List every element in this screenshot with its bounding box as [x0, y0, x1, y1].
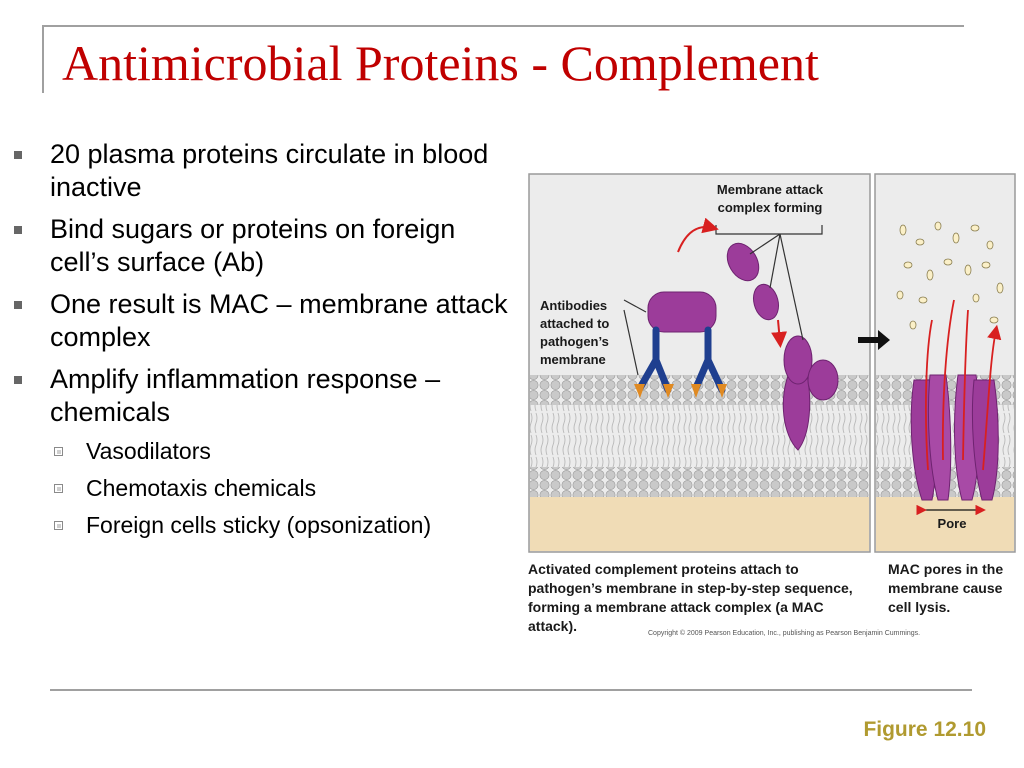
red-arrows	[677, 217, 788, 348]
label-antibodies-line: Antibodies	[540, 298, 607, 313]
antibody-complex	[634, 291, 727, 398]
sub-bullet-text: Vasodilators	[86, 438, 211, 464]
bullet-square-icon	[14, 376, 22, 384]
label-antibodies-line: membrane	[540, 352, 606, 367]
label-mac-line1: Membrane attack	[717, 182, 824, 197]
bullet-item: One result is MAC – membrane attack comp…	[14, 288, 514, 354]
mac-pore	[910, 299, 998, 516]
sub-bullet-text: Foreign cells sticky (opsonization)	[86, 512, 432, 538]
bullet-item: Amplify inflammation response – chemical…	[14, 363, 514, 429]
sub-bullet-item: Vasodilators	[14, 438, 514, 465]
bullet-item: Bind sugars or proteins on foreign cell’…	[14, 213, 514, 279]
copyright-notice: Copyright © 2009 Pearson Education, Inc.…	[648, 630, 921, 637]
label-mac-line2: complex forming	[718, 200, 823, 215]
mac-diagram: Membrane attack complex forming Antibodi…	[528, 173, 1016, 553]
bullet-text: Amplify inflammation response – chemical…	[50, 364, 441, 427]
sub-bullet-item: Foreign cells sticky (opsonization)	[14, 512, 514, 539]
sub-bullet-checkbox-icon	[54, 447, 63, 456]
label-antibodies-line: pathogen’s	[540, 334, 609, 349]
footer-divider	[50, 689, 972, 691]
bullet-text: One result is MAC – membrane attack comp…	[50, 289, 508, 352]
bullet-square-icon	[14, 226, 22, 234]
sub-bullet-item: Chemotaxis chemicals	[14, 475, 514, 502]
sub-bullet-checkbox-icon	[54, 521, 63, 530]
sub-bullet-text: Chemotaxis chemicals	[86, 475, 317, 501]
slide-title: Antimicrobial Proteins - Complement	[62, 35, 819, 91]
caption-left: Activated complement proteins attach to …	[528, 561, 853, 634]
bullet-square-icon	[14, 151, 22, 159]
caption-right: MAC pores in the membrane cause cell lys…	[888, 561, 1004, 615]
bullet-item: 20 plasma proteins circulate in blood in…	[14, 138, 514, 204]
title-frame-top	[42, 25, 964, 27]
bullet-text: Bind sugars or proteins on foreign cell’…	[50, 214, 456, 277]
cell-debris	[896, 221, 1004, 330]
mac-label-lines	[623, 225, 823, 376]
label-antibodies-line: attached to	[540, 316, 609, 331]
sub-bullet-checkbox-icon	[54, 484, 63, 493]
bullet-text: 20 plasma proteins circulate in blood in…	[50, 139, 489, 202]
bullet-list: 20 plasma proteins circulate in blood in…	[14, 138, 514, 549]
arrow-right-icon	[858, 330, 890, 350]
left-panel	[528, 173, 871, 553]
complement-proteins	[726, 242, 839, 451]
complement-figure: Membrane attack complex forming Antibodi…	[528, 170, 1018, 640]
bullet-square-icon	[14, 301, 22, 309]
title-frame-left	[42, 25, 44, 93]
label-pore: Pore	[938, 516, 967, 531]
figure-reference: Figure 12.10	[863, 718, 986, 741]
